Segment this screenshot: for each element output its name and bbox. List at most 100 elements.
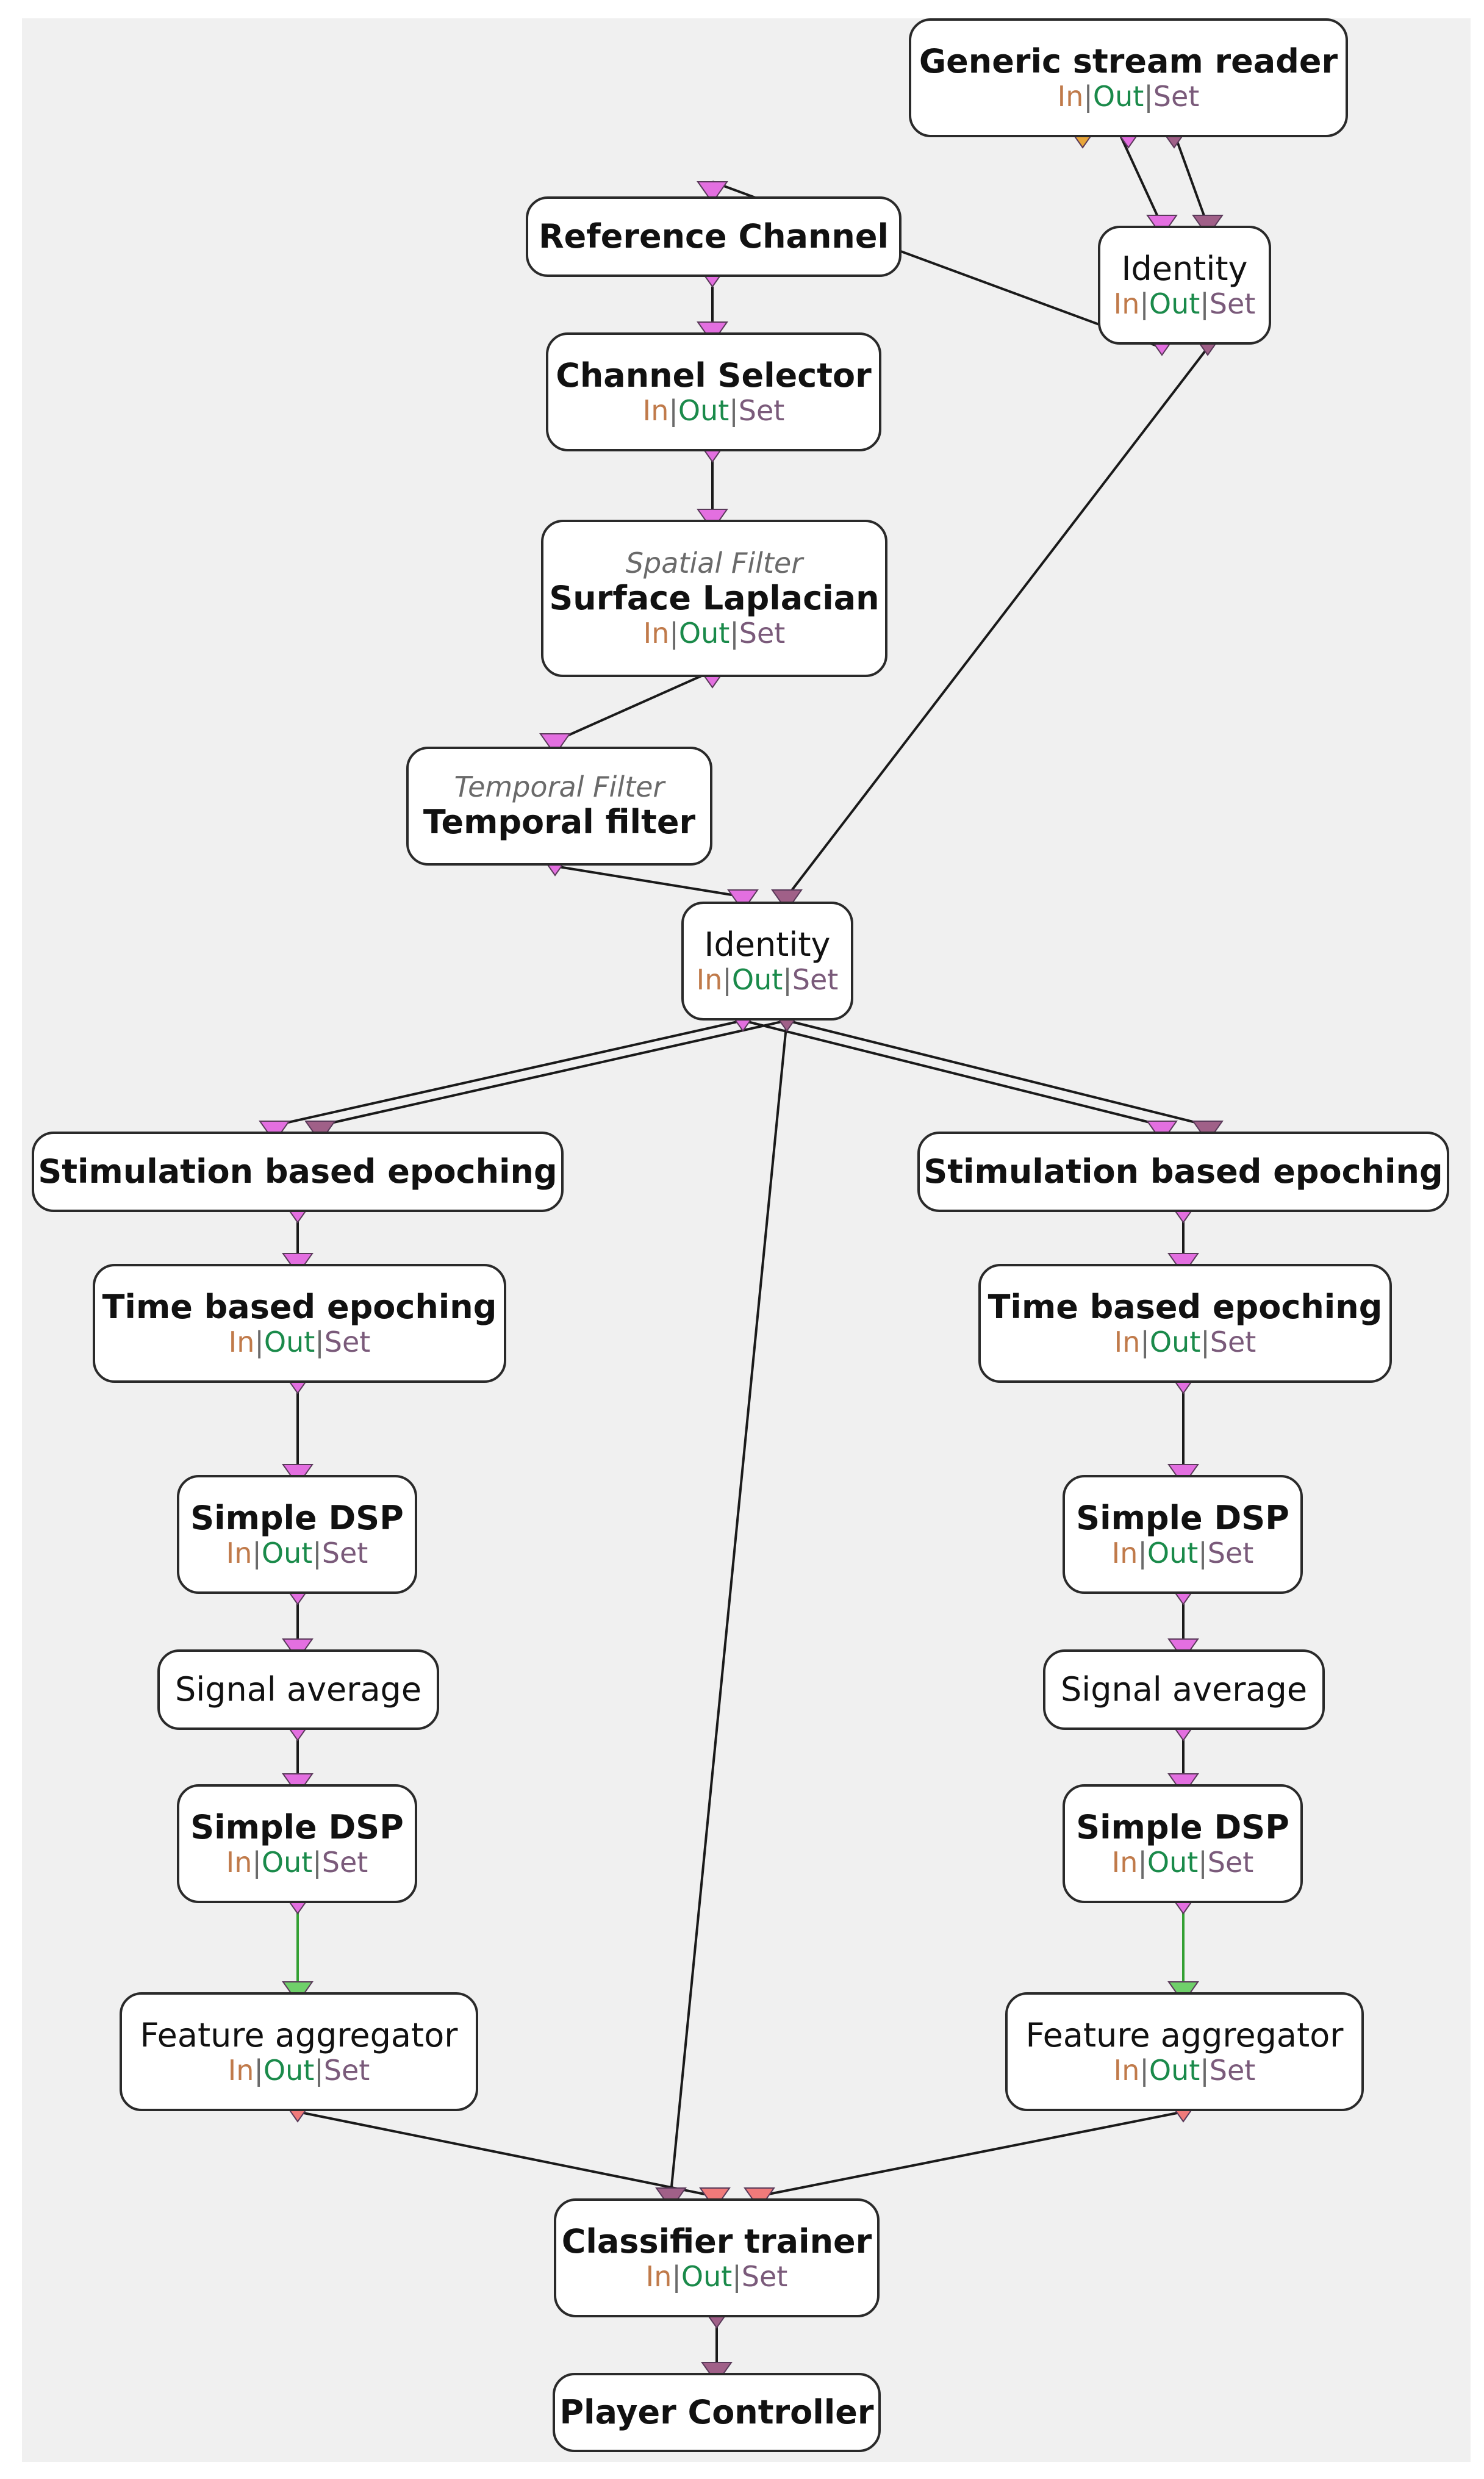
io-label: In|Out|Set [1114,288,1256,320]
io-label: In|Out|Set [1114,2054,1256,2087]
io-set: Set [738,394,785,428]
io-set: Set [1209,2054,1256,2087]
box-title: Channel Selector [556,356,872,395]
io-sep: | [254,1326,264,1359]
box-stim-epoching-right[interactable]: Stimulation based epoching [917,1132,1449,1212]
io-sep: | [312,1537,322,1570]
io-set: Set [1153,80,1200,113]
io-sep: | [783,963,792,997]
io-label: In|Out|Set [1112,1537,1254,1570]
io-out: Out [1092,80,1144,113]
io-sep: | [1144,80,1153,113]
io-in: In [642,394,669,428]
io-sep: | [254,2054,263,2087]
io-sep: | [312,1846,322,1879]
io-out: Out [1149,1326,1201,1359]
io-out: Out [261,1846,313,1879]
box-title: Simple DSP [190,1808,404,1846]
box-stim-epoching-left[interactable]: Stimulation based epoching [32,1132,564,1212]
io-sep: | [669,394,678,428]
io-sep: | [1200,1326,1210,1359]
io-label: In|Out|Set [646,2261,788,2293]
box-title: Time based epoching [102,1288,497,1326]
io-sep: | [1200,2054,1210,2087]
io-label: In|Out|Set [697,964,839,996]
box-title: Feature aggregator [140,2016,458,2054]
io-set: Set [741,2260,788,2294]
io-in: In [226,1846,253,1879]
box-title: Simple DSP [1076,1808,1289,1846]
box-signal-average-right[interactable]: Signal average [1043,1649,1325,1730]
box-title: Generic stream reader [919,42,1338,81]
io-label: In|Out|Set [643,395,785,427]
io-out: Out [1147,1537,1199,1570]
io-sep: | [729,617,739,650]
io-label: In|Out|Set [229,1326,371,1358]
io-sep: | [314,2054,324,2087]
io-in: In [226,1537,253,1570]
io-in: In [1111,1846,1138,1879]
io-sep: | [1138,1537,1147,1570]
io-out: Out [263,2054,315,2087]
io-label: In|Out|Set [1112,1846,1254,1879]
io-sep: | [252,1846,262,1879]
io-in: In [1113,287,1140,321]
box-title: Temporal filter [423,802,696,841]
io-out: Out [678,617,730,650]
io-set: Set [792,963,839,997]
io-set: Set [739,617,786,650]
io-in: In [228,1326,255,1359]
io-set: Set [321,1846,368,1879]
io-sep: | [1140,1326,1150,1359]
io-in: In [1057,80,1084,113]
io-in: In [228,2054,254,2087]
io-out: Out [1149,287,1200,321]
box-signal-average-left[interactable]: Signal average [157,1649,439,1730]
io-sep: | [722,963,732,997]
io-sep: | [1139,2054,1149,2087]
box-title: Signal average [174,1670,422,1709]
box-title: Player Controller [559,2392,874,2431]
io-sep: | [732,2260,742,2294]
io-sep: | [315,1326,324,1359]
io-in: In [1113,2054,1140,2087]
box-title: Surface Laplacian [549,578,880,617]
io-in: In [1114,1326,1141,1359]
io-set: Set [321,1537,368,1570]
box-title: Signal average [1060,1670,1308,1709]
box-player-controller[interactable]: Player Controller [553,2373,881,2452]
box-title: Feature aggregator [1025,2016,1344,2054]
io-label: In|Out|Set [226,1846,368,1879]
box-title: Stimulation based epoching [38,1152,557,1191]
io-sep: | [729,394,739,428]
io-out: Out [1147,1846,1199,1879]
io-out: Out [731,963,783,997]
box-reference-channel[interactable]: Reference Channel [526,196,902,277]
io-sep: | [669,617,679,650]
io-in: In [696,963,723,997]
io-label: In|Out|Set [1114,1326,1256,1358]
box-title: Identity [1121,249,1248,288]
box-subtitle: Spatial Filter [625,547,803,580]
io-set: Set [323,2054,370,2087]
io-set: Set [1207,1537,1254,1570]
io-out: Out [678,394,729,428]
box-title: Stimulation based epoching [923,1152,1443,1191]
io-sep: | [252,1537,262,1570]
io-label: In|Out|Set [1058,81,1200,113]
